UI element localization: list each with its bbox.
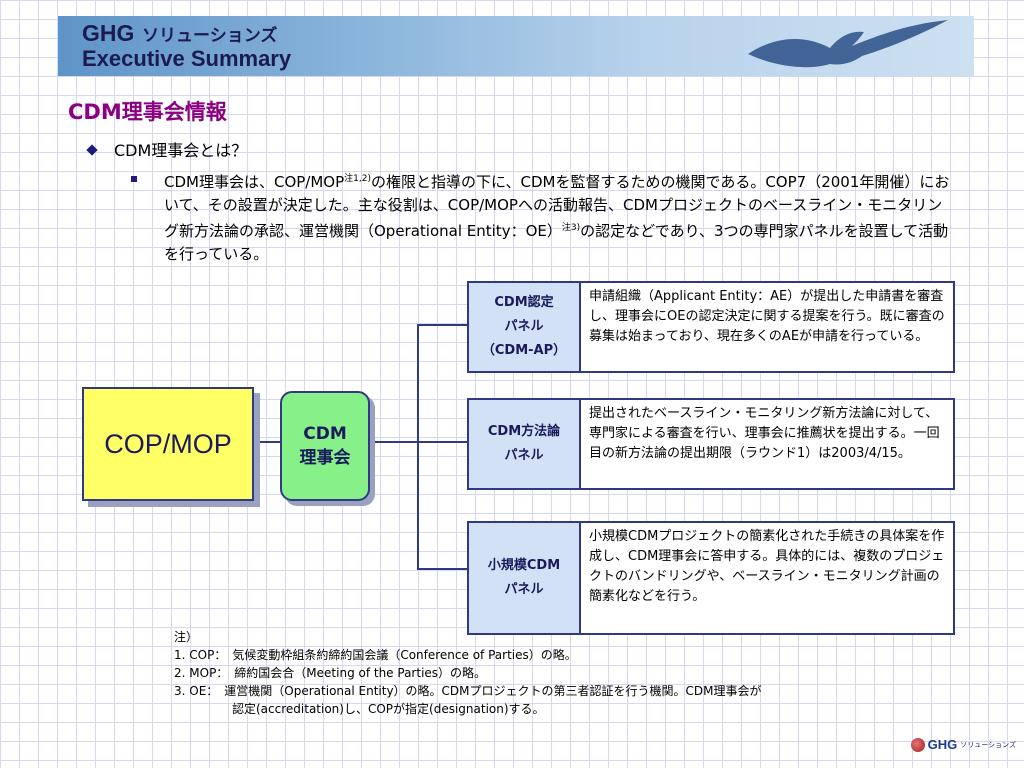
footer-logo: GHG ソリューションズ: [910, 737, 1016, 752]
connector-line: [366, 441, 418, 443]
footnote-title: 注）: [174, 630, 199, 644]
globe-logo-icon: [910, 737, 925, 752]
connector-line: [250, 441, 280, 443]
footnote-item: 認定(accreditation)し、COPが指定(designation)する…: [232, 702, 545, 716]
footnote-item: 3. OE： 運営機関（Operational Entity）の略。CDMプロジ…: [174, 684, 762, 698]
connector-line: [417, 324, 419, 570]
bullet-cdm-board: CDM理事会とは？: [84, 137, 247, 161]
footnote-item: 2. MOP： 締約国会合（Meeting of the Parties）の略。: [174, 666, 487, 680]
cdm-board-box: CDM 理事会: [280, 391, 370, 501]
panel-name: 小規模CDM パネル: [469, 523, 581, 633]
panel-description: 提出されたベースライン・モニタリング新方法論に対して、専門家による審査を行い、理…: [589, 406, 940, 461]
panel-name: CDM方法論 パネル: [469, 400, 581, 488]
panel-description: 小規模CDMプロジェクトの簡素化された手続きの具体案を作成し、CDM理事会に答申…: [589, 529, 945, 604]
connector-line: [417, 441, 467, 443]
cdm-description-paragraph: CDM理事会は、COP/MOP注1,2)の権限と指導の下に、CDMを監督するため…: [131, 168, 951, 266]
header-banner: GHG ソリューションズ Executive Summary: [58, 16, 974, 76]
diamond-bullet-icon: [86, 144, 98, 156]
footnotes: 注） 1. COP： 気候変動枠組条約締約国会議（Conference of P…: [174, 628, 762, 718]
banner-title-line1: GHG ソリューションズ: [82, 20, 278, 46]
square-bullet-icon: [131, 176, 137, 182]
connector-line: [417, 324, 467, 326]
copmop-box: COP/MOP: [82, 387, 254, 501]
page-heading: CDM理事会情報: [68, 100, 227, 124]
banner-title-line2: Executive Summary: [82, 46, 292, 71]
panel-small-scale: 小規模CDM パネル 小規模CDMプロジェクトの簡素化された手続きの具体案を作成…: [467, 521, 955, 635]
panel-accreditation: CDM認定 パネル （CDM-AP） 申請組織（Applicant Entity…: [467, 281, 955, 373]
connector-line: [417, 568, 467, 570]
eagle-logo-icon: [748, 20, 948, 68]
panel-name: CDM認定 パネル （CDM-AP）: [469, 283, 581, 371]
panel-description: 申請組織（Applicant Entity：AE）が提出した申請書を審査し、理事…: [589, 289, 945, 344]
panel-methodology: CDM方法論 パネル 提出されたベースライン・モニタリング新方法論に対して、専門…: [467, 398, 955, 490]
footnote-item: 1. COP： 気候変動枠組条約締約国会議（Conference of Part…: [174, 648, 577, 662]
